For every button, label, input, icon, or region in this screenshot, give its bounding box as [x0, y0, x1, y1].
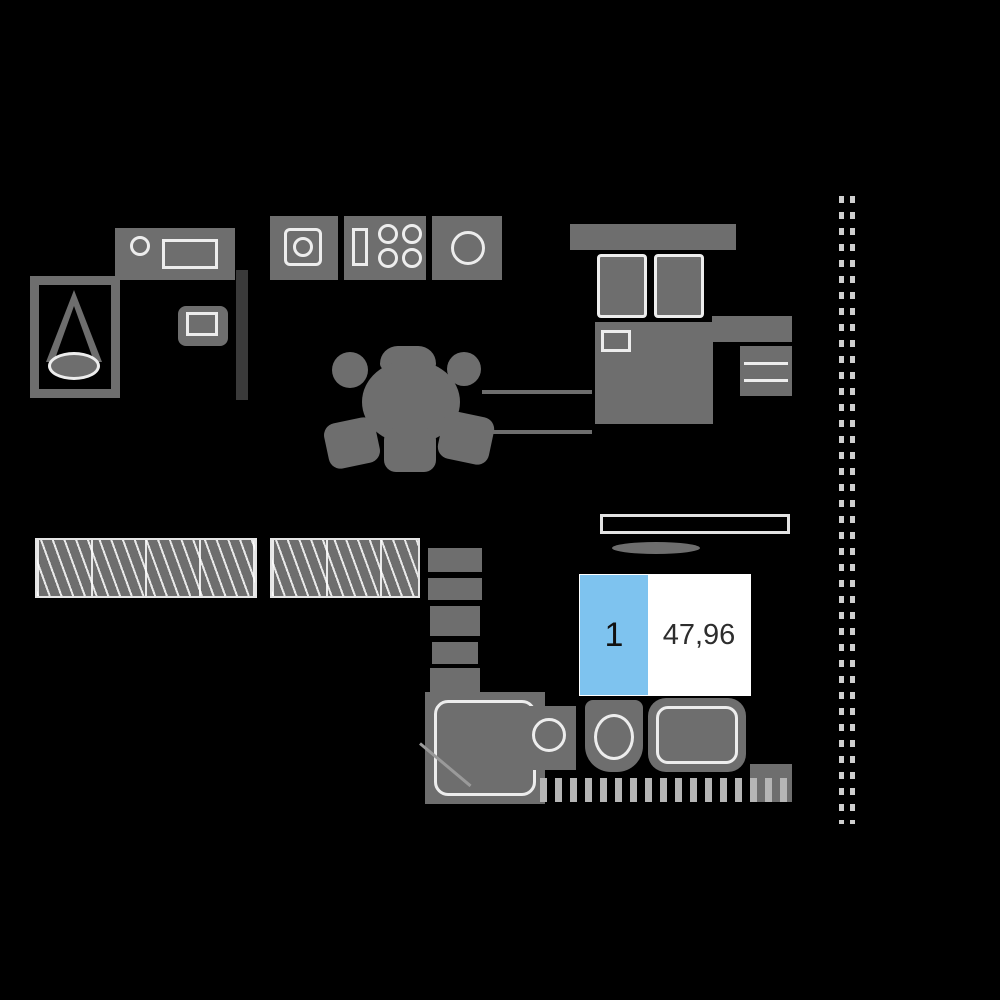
tub-inner-icon [656, 706, 738, 764]
dresser-drawer-line [744, 379, 788, 382]
apartment-label[interactable]: 1 47,96 [580, 575, 750, 695]
washbasin-icon [532, 718, 566, 752]
radiator-icon [540, 778, 790, 802]
dresser-icon [740, 346, 792, 396]
shelving-icon [428, 578, 482, 600]
pillow-icon [597, 254, 647, 318]
nightstand-icon [712, 316, 792, 342]
stove-burner-icon [378, 248, 398, 268]
stove-burner-icon [402, 224, 422, 244]
stairs-hatch-column [839, 196, 844, 824]
wall-segment [236, 270, 248, 400]
shelving-icon [432, 642, 478, 664]
pillow-icon [654, 254, 704, 318]
window-icon [600, 514, 790, 534]
wall-line [482, 430, 592, 434]
dining-chair-icon [435, 409, 497, 467]
window-sill-icon [612, 542, 700, 554]
dresser-drawer-line [744, 362, 788, 365]
wall-line [482, 390, 592, 394]
shelving-icon [430, 668, 480, 694]
stove-burner-icon [378, 224, 398, 244]
stove-panel-icon [352, 228, 368, 266]
desk-paper-icon [162, 239, 218, 269]
kitchen-appliance-icon [284, 228, 322, 266]
stairs-hatch-column [850, 196, 855, 824]
office-chair-seat-icon [186, 312, 218, 336]
bed-headboard-icon [570, 224, 736, 250]
shelving-icon [430, 606, 480, 636]
blanket-fold-icon [601, 330, 631, 352]
shelving-icon [428, 548, 482, 572]
stove-burner-icon [402, 248, 422, 268]
dining-chair-icon [332, 352, 368, 388]
bed-mattress-icon [595, 322, 713, 424]
wardrobe-icon [35, 538, 257, 598]
toilet-icon [48, 352, 100, 380]
toilet-seat-icon [594, 714, 634, 760]
apartment-number: 1 [580, 575, 648, 695]
kitchen-sink-icon [451, 231, 485, 265]
kitchen-appliance-knob-icon [293, 237, 313, 257]
dining-chair-icon [321, 415, 383, 471]
desk-cup-icon [130, 236, 150, 256]
stairs-hatch-icon [839, 196, 857, 824]
wardrobe-icon [270, 538, 420, 598]
apartment-area: 47,96 [648, 575, 750, 695]
dining-chair-icon [384, 428, 436, 472]
